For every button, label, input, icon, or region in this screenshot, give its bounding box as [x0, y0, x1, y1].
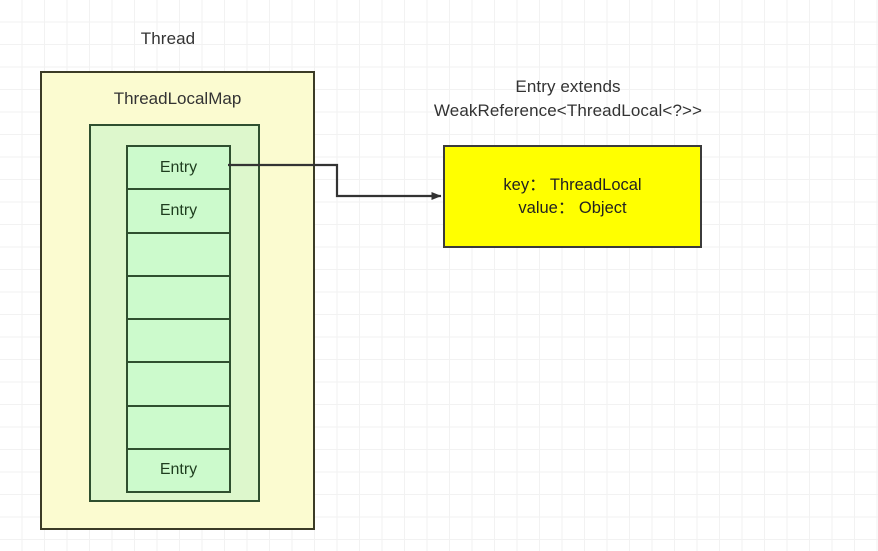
entry-cell[interactable] [126, 274, 231, 320]
entry-cell[interactable] [126, 361, 231, 407]
entry-cell[interactable] [126, 404, 231, 450]
entry-cell[interactable] [126, 318, 231, 364]
entry-cell[interactable]: Entry [126, 447, 231, 493]
entry-value-line: value： Object [518, 198, 627, 217]
threadlocalmap-title-label: ThreadLocalMap [113, 89, 242, 108]
entry-table: Entry Entry Entry [126, 145, 231, 493]
entry-detail-box: key： ThreadLocal value： Object [443, 145, 702, 248]
thread-box: ThreadLocalMap Entry Entry Entry [40, 71, 315, 530]
entry-extends-caption-line1: Entry extends [515, 77, 621, 96]
threadlocalmap-container: Entry Entry Entry [89, 124, 260, 502]
thread-title-label: Thread [140, 29, 196, 48]
entry-cell[interactable] [126, 231, 231, 277]
entry-cell[interactable]: Entry [126, 188, 231, 234]
entry-key-line: key： ThreadLocal [503, 175, 642, 194]
entry-cell[interactable]: Entry [126, 145, 231, 191]
entry-extends-caption-line2: WeakReference<ThreadLocal<?>> [433, 101, 703, 120]
